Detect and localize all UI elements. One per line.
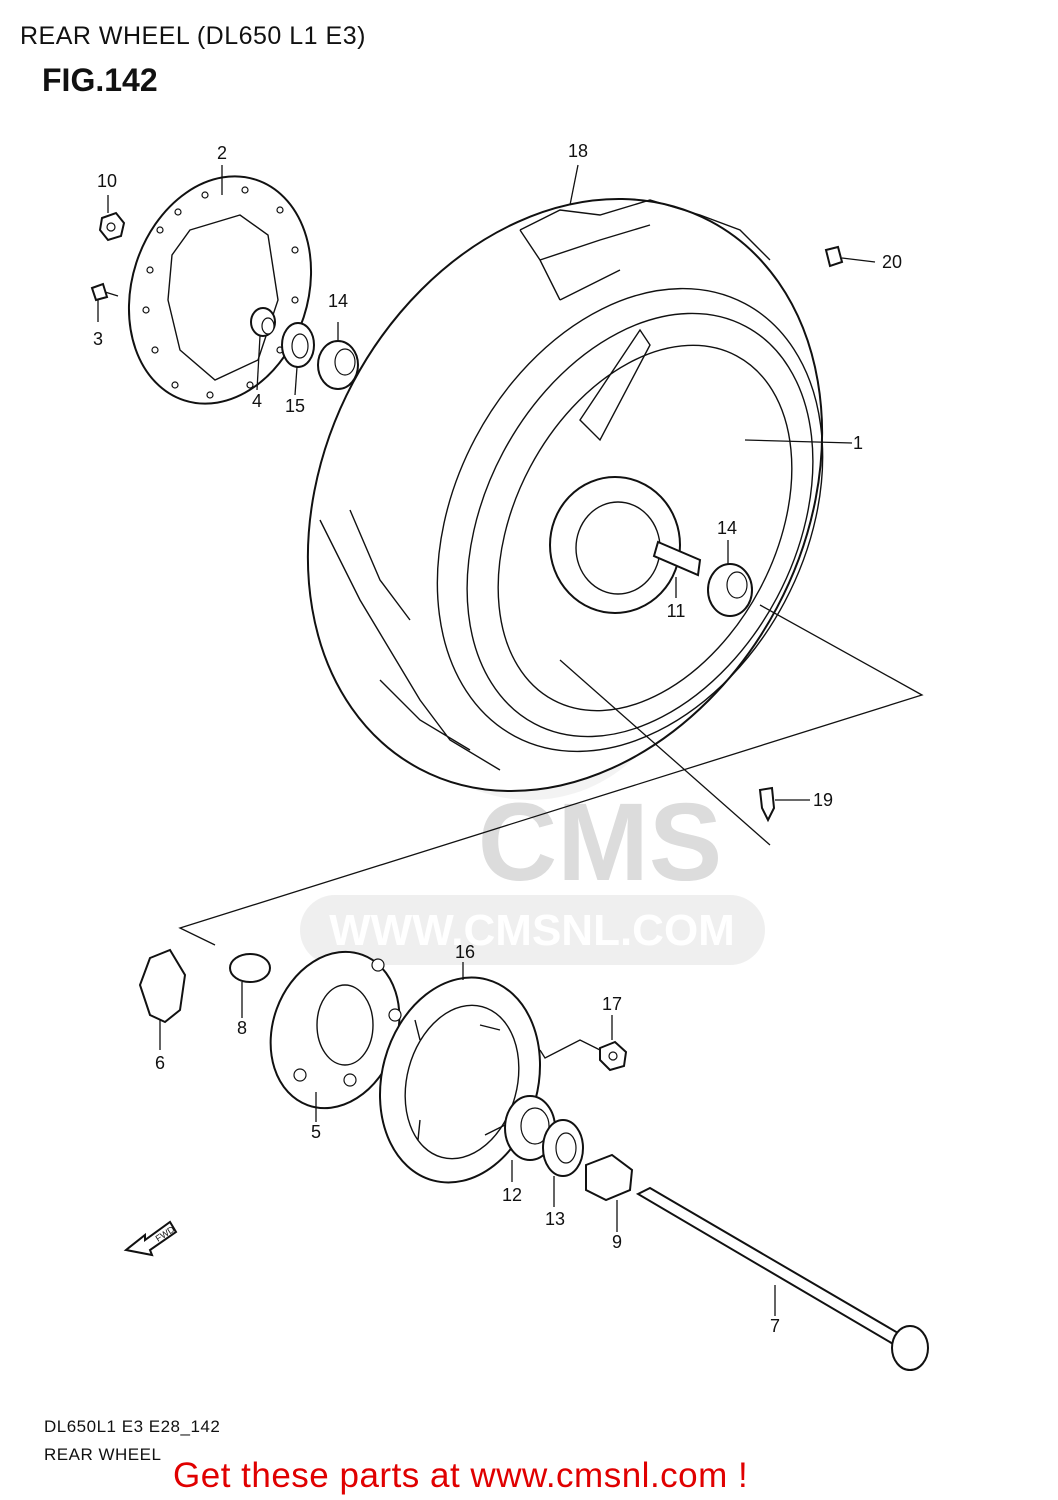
disc-bolt (90, 282, 119, 302)
bearing-left (317, 340, 359, 390)
callout-1: 1 (853, 433, 863, 453)
promo-banner-link[interactable]: Get these parts at www.cmsnl.com ! (173, 1456, 749, 1495)
axle-collar (652, 540, 702, 577)
callout-11: 11 (667, 601, 686, 621)
disc-nut (98, 211, 126, 242)
callout-17: 17 (602, 994, 622, 1014)
sprocket-nut (599, 1040, 628, 1072)
callout-14-right: 14 (717, 518, 737, 538)
leader-lines (97, 164, 876, 1316)
brake-disc (127, 175, 313, 405)
diagram-code: DL650L1 E3 E28_142 (44, 1417, 221, 1436)
watermark-brand: CMS (478, 781, 722, 904)
callouts: 2 10 3 4 15 14 18 1 20 14 11 19 16 17 8 … (93, 141, 902, 1336)
oil-seal-sprocket-side (542, 1119, 584, 1177)
balance-weight (824, 245, 844, 268)
callout-20: 20 (882, 252, 902, 272)
page-title: REAR WHEEL (DL650 L1 E3) (20, 22, 366, 50)
callout-12: 12 (502, 1185, 522, 1205)
callout-5: 5 (311, 1122, 321, 1142)
callout-4: 4 (252, 391, 262, 411)
callout-18: 18 (568, 141, 588, 161)
figure-number: FIG.142 (42, 62, 158, 98)
callout-3: 3 (93, 329, 103, 349)
callout-16: 16 (455, 942, 475, 962)
diagram-name: REAR WHEEL (44, 1445, 162, 1464)
callout-10: 10 (97, 171, 117, 191)
axle-spacer (585, 1153, 634, 1202)
oil-seal (281, 322, 315, 368)
tire-valve (758, 786, 776, 823)
sprocket-carrier (269, 950, 402, 1110)
callout-8: 8 (237, 1018, 247, 1038)
callout-7: 7 (770, 1316, 780, 1336)
bearing-right (707, 563, 753, 617)
wheel-spacer (250, 307, 276, 337)
callout-2: 2 (217, 143, 227, 163)
forward-arrow-icon: FWD (123, 1220, 178, 1257)
cush-drive-damper (138, 948, 187, 1024)
callout-19: 19 (813, 790, 833, 810)
carrier-spacer (229, 953, 271, 983)
callout-13: 13 (545, 1209, 565, 1229)
callout-6: 6 (155, 1053, 165, 1073)
callout-14-left: 14 (328, 291, 348, 311)
watermark-url: WWW.CMSNL.COM (329, 906, 735, 955)
rear-wheel-tire (306, 198, 824, 792)
callout-15: 15 (285, 396, 305, 416)
rear-axle (635, 1186, 929, 1371)
callout-9: 9 (612, 1232, 622, 1252)
